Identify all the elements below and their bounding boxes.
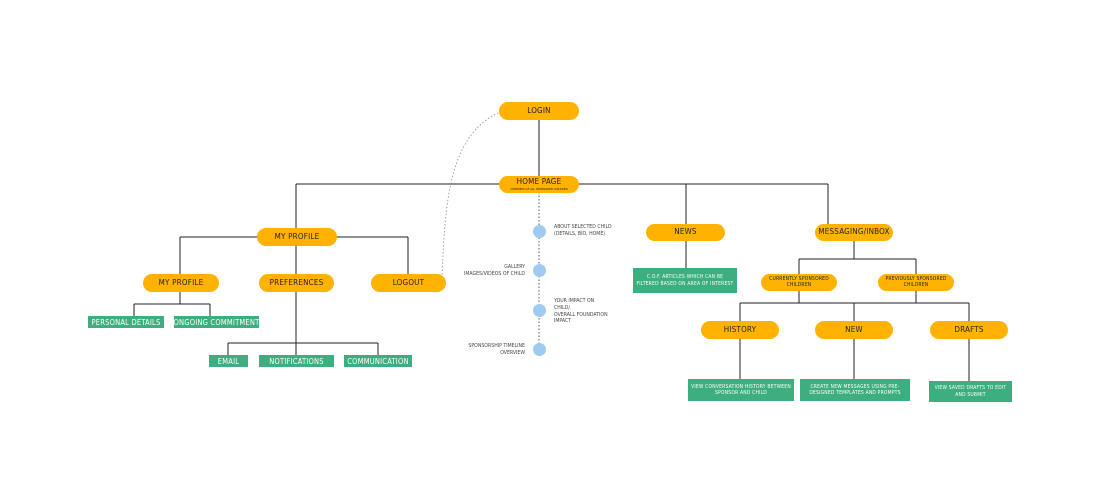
- view-drafts-label: VIEW SAVED DRAFTS TO EDIT AND SUBMIT: [934, 385, 1007, 398]
- cof-articles-box: C.O.F. ARTICLES WHICH CAN BE FILTERED BA…: [633, 268, 737, 293]
- home-page-subtitle: OVERVIEW OF ALL SPONSORED CHILDREN: [510, 186, 568, 191]
- drafts-node[interactable]: DRAFTS: [930, 321, 1008, 339]
- my-profile-label: MY PROFILE: [158, 277, 204, 287]
- login-label: LOGIN: [527, 105, 551, 115]
- new-node[interactable]: NEW: [815, 321, 893, 339]
- email-label: EMAIL: [217, 356, 240, 366]
- logout-label: LOGOUT: [392, 277, 425, 287]
- messaging-inbox-node[interactable]: MESSAGING/INBOX: [815, 224, 893, 241]
- previously-sponsored-node[interactable]: PREVIOUSLY SPONSORED CHILDREN: [878, 274, 954, 291]
- messaging-inbox-label: MESSAGING/INBOX: [818, 227, 890, 237]
- create-messages-label: CREATE NEW MESSAGES USING PRE-DESIGNED T…: [809, 383, 901, 396]
- home-page-node[interactable]: HOME PAGE OVERVIEW OF ALL SPONSORED CHIL…: [499, 176, 579, 193]
- personal-details-label: PERSONAL DETAILS: [91, 317, 161, 327]
- impact-dot[interactable]: [533, 304, 546, 317]
- currently-sponsored-label: CURRENTLY SPONSORED CHILDREN: [769, 276, 829, 288]
- about-child-dot[interactable]: [533, 225, 546, 238]
- notifications-box: NOTIFICATIONS: [259, 355, 334, 367]
- history-label: HISTORY: [723, 324, 757, 334]
- history-node[interactable]: HISTORY: [701, 321, 779, 339]
- cof-articles-label: C.O.F. ARTICLES WHICH CAN BE FILTERED BA…: [636, 274, 734, 287]
- login-node[interactable]: LOGIN: [499, 102, 579, 120]
- view-history-box: VIEW CONVERSATION HISTORY BETWEEN SPONSO…: [688, 379, 794, 401]
- ongoing-commitment-box: ONGOING COMMITMENT: [174, 316, 259, 328]
- home-page-label: HOME PAGE: [516, 177, 562, 187]
- impact-note: YOUR IMPACT ON CHILD/ OVERALL FOUNDATION…: [554, 298, 608, 325]
- drafts-label: DRAFTS: [954, 324, 984, 334]
- email-box: EMAIL: [209, 355, 248, 367]
- preferences-label: PREFERENCES: [269, 277, 324, 287]
- preferences-node[interactable]: PREFERENCES: [259, 274, 334, 292]
- about-child-note: ABOUT SELECTED CHILD (DETAILS, BIO, HOME…: [554, 224, 612, 237]
- ongoing-commitment-label: ONGOING COMMITMENT: [173, 317, 260, 327]
- create-messages-box: CREATE NEW MESSAGES USING PRE-DESIGNED T…: [800, 379, 910, 401]
- my-profile-node[interactable]: MY PROFILE: [143, 274, 219, 292]
- new-label: NEW: [845, 324, 863, 334]
- notifications-label: NOTIFICATIONS: [269, 356, 324, 366]
- communication-box: COMMUNICATION: [344, 355, 412, 367]
- gallery-note: GALLERY IMAGES/VIDEOS OF CHILD: [463, 264, 525, 277]
- gallery-dot[interactable]: [533, 264, 546, 277]
- news-label: NEWS: [674, 227, 697, 237]
- sponsorship-timeline-dot[interactable]: [533, 343, 546, 356]
- news-node[interactable]: NEWS: [646, 224, 725, 241]
- communication-label: COMMUNICATION: [347, 356, 409, 366]
- view-drafts-box: VIEW SAVED DRAFTS TO EDIT AND SUBMIT: [929, 381, 1012, 402]
- personal-details-box: PERSONAL DETAILS: [88, 316, 164, 328]
- previously-sponsored-label: PREVIOUSLY SPONSORED CHILDREN: [885, 276, 947, 288]
- logout-node[interactable]: LOGOUT: [371, 274, 446, 292]
- currently-sponsored-node[interactable]: CURRENTLY SPONSORED CHILDREN: [761, 274, 837, 291]
- my-profile-main-label: MY PROFILE: [274, 231, 320, 241]
- sponsorship-timeline-note: SPONSORSHIP TIMELINE OVERVIEW: [468, 343, 525, 356]
- my-profile-main-node[interactable]: MY PROFILE: [257, 228, 337, 246]
- view-history-label: VIEW CONVERSATION HISTORY BETWEEN SPONSO…: [691, 383, 791, 396]
